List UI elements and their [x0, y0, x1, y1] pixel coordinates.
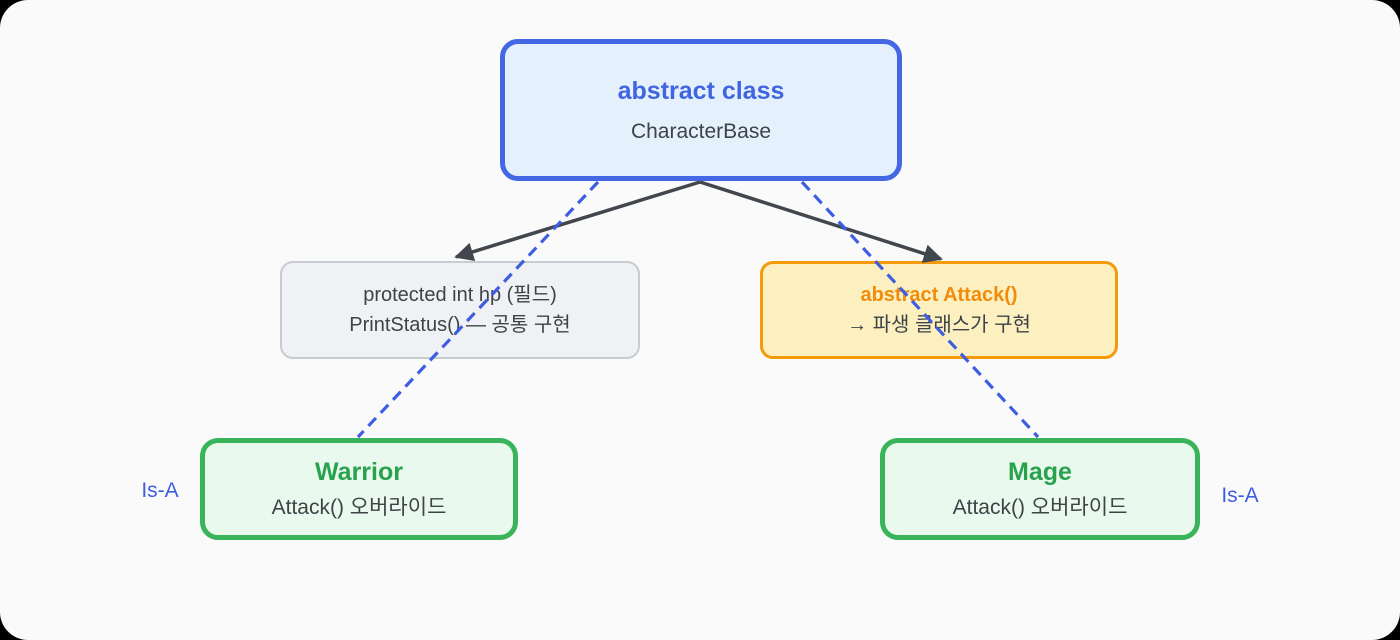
abstract-method-note: → 파생 클래스가 구현	[847, 314, 1031, 336]
common-members-method-line: PrintStatus() — 공통 구현	[349, 314, 571, 336]
common-members-field-line: protected int hp (필드)	[363, 284, 557, 306]
warrior-override-note: Attack() 오버라이드	[271, 496, 447, 519]
node-abstract-method: abstract Attack() → 파생 클래스가 구현	[760, 261, 1118, 359]
arrow-base-to-common	[454, 180, 701, 262]
abstract-method-title: abstract Attack()	[860, 284, 1018, 306]
mage-override-note: Attack() 오버라이드	[952, 496, 1128, 519]
isa-label-left: Is-A	[141, 479, 179, 502]
node-common-members: protected int hp (필드) PrintStatus() — 공통…	[280, 261, 640, 359]
arrow-base-to-abstract-method	[699, 180, 943, 263]
node-abstract-class: abstract class CharacterBase	[500, 39, 902, 181]
mage-title: Mage	[1008, 458, 1072, 486]
node-warrior: Warrior Attack() 오버라이드	[200, 438, 518, 540]
node-mage: Mage Attack() 오버라이드	[880, 438, 1200, 540]
isa-label-right: Is-A	[1221, 484, 1259, 507]
abstract-class-name: CharacterBase	[630, 119, 772, 143]
warrior-title: Warrior	[315, 458, 403, 486]
abstract-class-title: abstract class	[617, 76, 785, 105]
